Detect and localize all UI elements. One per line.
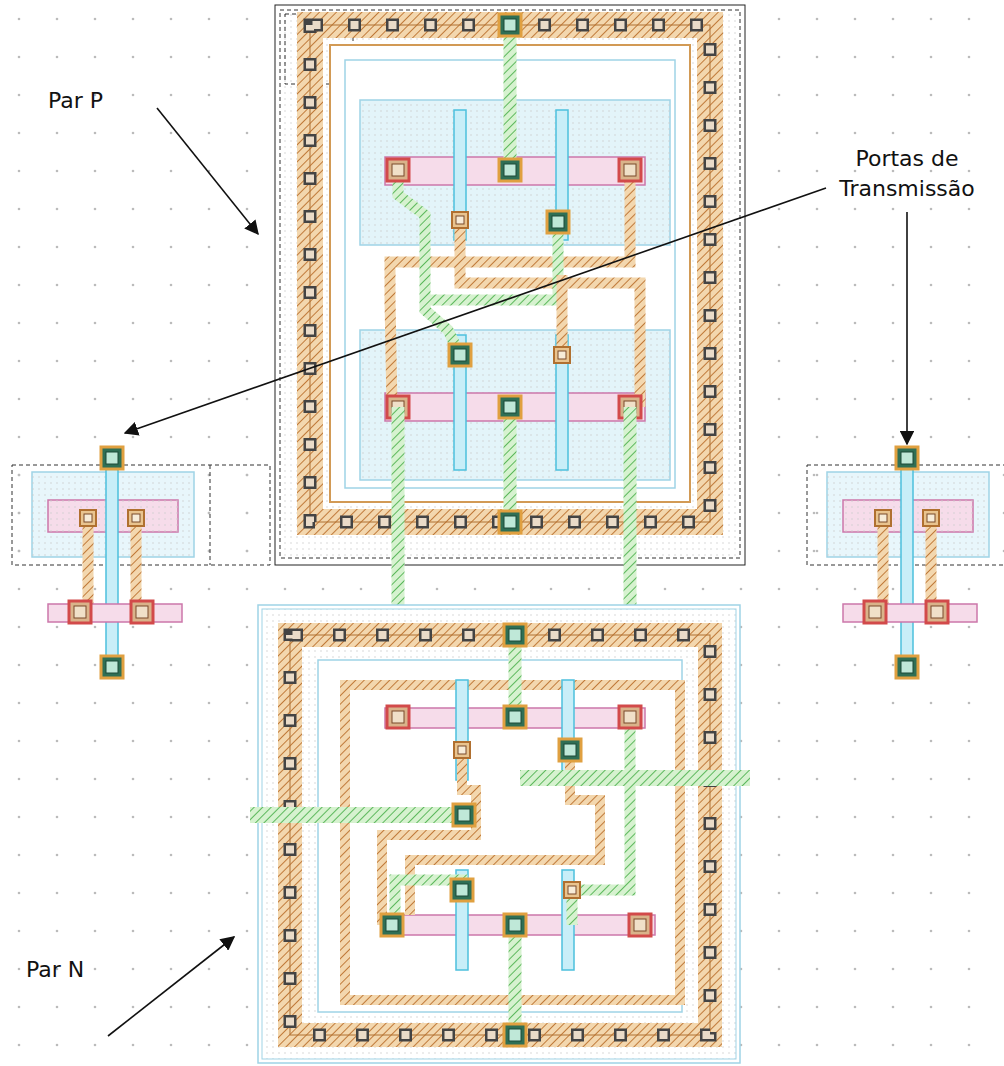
transmission-gate (807, 447, 1004, 678)
callout-label: Portas de Transmissão (822, 144, 992, 204)
n-pair-layout (250, 605, 750, 1063)
callout-label: Par N (26, 955, 84, 985)
leader-arrow (108, 108, 907, 1036)
transmission-gate (12, 447, 270, 678)
p-pair-layout (275, 5, 745, 565)
callout-label: Par P (48, 86, 103, 116)
